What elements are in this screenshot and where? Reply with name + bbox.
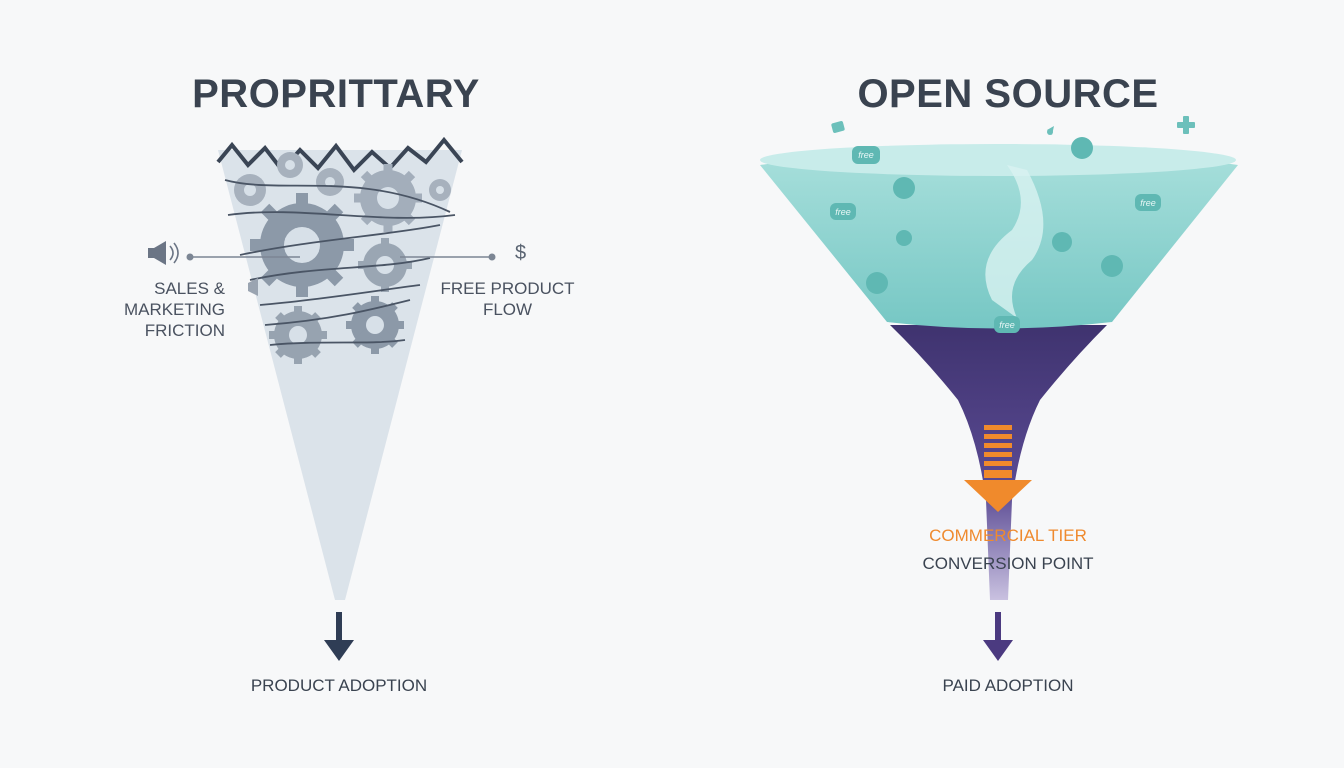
free-badge-icon [830, 137, 1161, 333]
svg-text:free: free [1140, 198, 1156, 208]
megaphone-icon [148, 241, 179, 265]
funnel-rim [760, 144, 1236, 176]
free-product-text: FREE PRODUCT [440, 279, 575, 298]
floating-icons [831, 116, 1195, 135]
flow-text: FLOW [482, 300, 533, 319]
barbed-wire-icon [224, 179, 456, 346]
jagged-top-line [216, 136, 464, 174]
paid-adoption-text: PAID ADOPTION [942, 676, 1074, 695]
sales-marketing-friction-label: SALES & MARKETING FRICTION [60, 278, 225, 341]
open-source-funnel-graphic: free free free free [760, 116, 1238, 661]
down-arrow-icon [983, 612, 1013, 661]
water-stream [985, 165, 1044, 318]
proprietary-panel: PROPRITTARY SALES & MARKETING FRICTION $… [0, 72, 672, 696]
svg-text:free: free [999, 320, 1015, 330]
paid-adoption-label: PAID ADOPTION [672, 676, 1344, 696]
product-adoption-text: PRODUCT ADOPTION [250, 676, 428, 695]
svg-text:free: free [858, 150, 874, 160]
open-source-panel: free free free free OPEN SOU [672, 0, 1344, 768]
friction-text: FRICTION [144, 321, 225, 340]
free-badge-text: free free free free [835, 150, 1156, 330]
open-source-title: OPEN SOURCE [857, 72, 1159, 116]
proprietary-title: PROPRITTARY [192, 72, 480, 116]
product-adoption-label: PRODUCT ADOPTION [0, 676, 672, 696]
dollar-icon: $ [515, 242, 527, 264]
down-arrow-icon [964, 425, 1032, 512]
sales-marketing-text: SALES & MARKETING [123, 279, 225, 319]
commercial-tier-label: COMMERCIAL TIER [929, 526, 1087, 545]
free-product-flow-label: FREE PRODUCT FLOW [440, 278, 575, 320]
down-arrow-icon [324, 612, 354, 661]
proprietary-funnel-graphic [148, 136, 496, 661]
conversion-point-label: CONVERSION POINT [922, 554, 1094, 573]
svg-text:free: free [835, 207, 851, 217]
megaphone-icon [248, 278, 258, 296]
gear-icon [234, 152, 451, 206]
gear-icon [346, 296, 404, 354]
